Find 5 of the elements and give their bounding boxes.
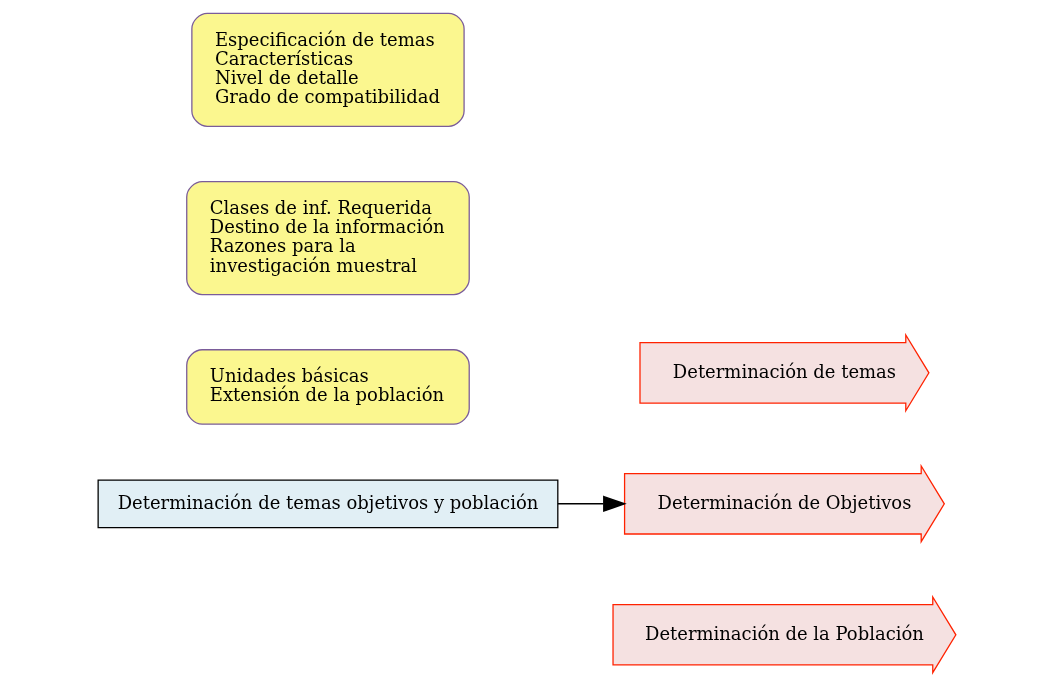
node-box: Determinación de temas objetivos y población — [97, 479, 559, 529]
arrow — [557, 495, 627, 513]
node-box: Clases de inf. Requerida Destino de la información Razones para la investigación muestral — [186, 180, 470, 296]
node-box: Especificación de temas Características Nivel de detalle Grado de compatibilidad — [191, 12, 465, 127]
node-box: Unidades básicas Extensión de la población — [186, 349, 470, 425]
